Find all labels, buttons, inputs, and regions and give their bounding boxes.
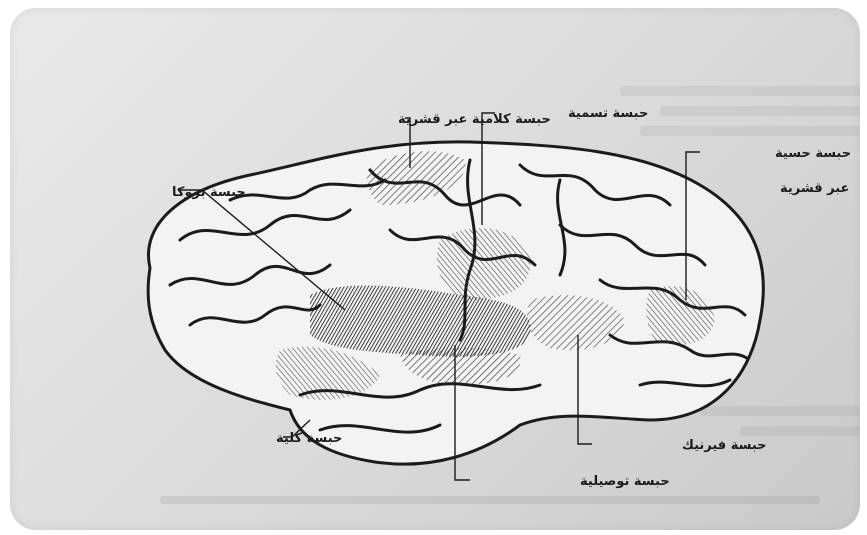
label-naming: حبسة تسمية	[568, 106, 648, 121]
label-transcortical-sensory-line2: عبر قشرية	[780, 181, 849, 196]
label-conduction: حبسة توصيلية	[580, 474, 670, 489]
label-wernicke: حبسة فيرنيك	[682, 438, 767, 453]
label-broca: حبسة بروكا	[172, 185, 246, 200]
label-transcortical-speech: حبسة كلامية عبر قشرية	[398, 112, 551, 127]
label-global: حبسة كلية	[276, 431, 342, 446]
label-transcortical-sensory-line1: حبسة حسية	[775, 146, 851, 161]
